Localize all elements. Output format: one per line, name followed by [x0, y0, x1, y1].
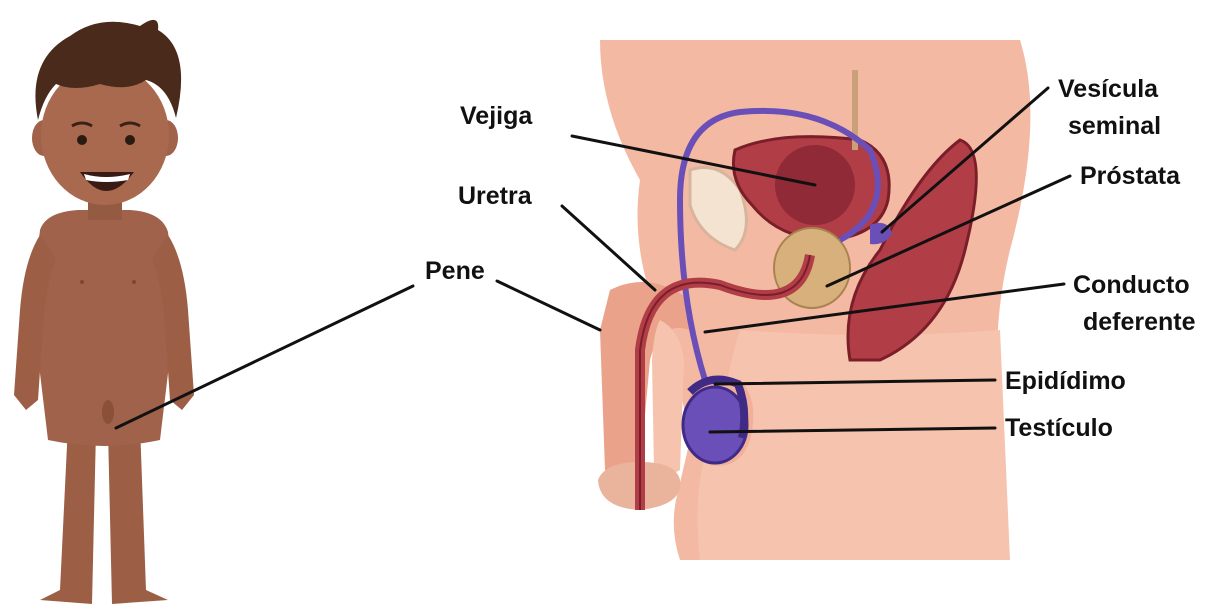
label-vas-deferens-line1: Conducto	[1073, 271, 1190, 299]
label-seminal-vesicle-line2: seminal	[1068, 112, 1161, 140]
label-vas-deferens-line2: deferente	[1083, 308, 1196, 336]
label-penis: Pene	[425, 257, 485, 285]
leader-penis	[497, 281, 600, 330]
label-urethra: Uretra	[458, 182, 533, 210]
label-epididymis: Epidídimo	[1005, 367, 1126, 395]
label-testicle: Testículo	[1005, 414, 1113, 442]
label-prostate: Próstata	[1080, 162, 1181, 190]
boy-figure-icon	[14, 20, 194, 604]
label-seminal-vesicle-line1: Vesícula	[1058, 75, 1159, 103]
reproductive-system-cross-section-icon	[598, 40, 1030, 560]
label-bladder: Vejiga	[460, 102, 533, 130]
